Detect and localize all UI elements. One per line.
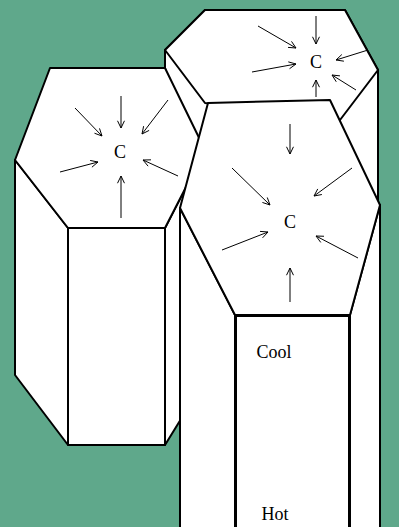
flow-arrow: [258, 26, 296, 48]
flow-arrow: [287, 268, 294, 302]
arrow-head: [118, 176, 125, 183]
arrow-shaft: [290, 268, 291, 302]
arrow-shaft: [314, 168, 352, 196]
hexagon-top: [180, 100, 380, 315]
flow-arrow: [60, 160, 98, 172]
cell-top-hexagon: C: [15, 68, 205, 228]
temperature-label: Cool: [256, 343, 291, 361]
flow-arrow: [222, 231, 268, 250]
temperature-label: Hot: [262, 505, 289, 523]
arrow-head: [313, 80, 320, 87]
flow-arrow: [118, 176, 125, 218]
flow-arrow: [313, 80, 320, 97]
arrow-head: [288, 41, 296, 48]
flow-arrow: [336, 50, 368, 61]
cell-center-label: C: [284, 213, 296, 231]
arrow-shaft: [232, 168, 270, 205]
hexagon-outline: [180, 100, 380, 315]
flow-arrow: [143, 160, 178, 176]
arrow-shaft: [75, 108, 102, 136]
arrow-head: [90, 160, 98, 167]
hexagon-top: [15, 68, 205, 228]
arrow-head: [94, 128, 102, 136]
arrow-shaft: [252, 64, 296, 72]
arrow-shaft: [143, 160, 178, 176]
flow-arrow: [252, 62, 296, 72]
flow-arrow: [75, 108, 102, 136]
arrow-head: [288, 62, 296, 69]
arrow-head: [118, 121, 125, 128]
flow-arrow: [332, 75, 356, 90]
arrow-head: [316, 236, 324, 242]
arrow-head: [336, 55, 344, 62]
flow-arrow: [313, 16, 320, 44]
flow-arrow: [118, 96, 125, 128]
arrow-head: [313, 37, 320, 44]
arrow-shaft: [316, 16, 317, 44]
arrow-shaft: [142, 100, 168, 134]
flow-arrow: [316, 236, 358, 258]
arrow-shaft: [121, 96, 122, 128]
arrow-head: [332, 75, 340, 82]
flow-arrow: [314, 168, 352, 196]
flow-arrow: [232, 168, 270, 205]
cell-top-hexagon: C: [180, 100, 380, 315]
cell-center-label: C: [114, 143, 126, 161]
arrow-head: [260, 231, 268, 237]
left-prism-front-face: [68, 228, 165, 445]
arrow-head: [287, 147, 294, 154]
arrow-head: [142, 126, 149, 134]
arrow-shaft: [290, 124, 291, 154]
arrow-head: [262, 197, 270, 205]
arrow-head: [287, 268, 294, 275]
arrow-shaft: [121, 176, 122, 218]
arrow-head: [143, 160, 151, 166]
arrow-shaft: [222, 232, 268, 250]
arrow-shaft: [316, 80, 317, 97]
flow-arrow: [287, 124, 294, 154]
cell-center-label: C: [310, 53, 322, 71]
prism-front-face: CoolHot: [235, 315, 350, 527]
hexagon-outline: [15, 68, 205, 228]
arrow-shaft: [332, 75, 356, 90]
arrow-shaft: [258, 26, 296, 48]
arrow-shaft: [316, 236, 358, 258]
flow-arrow: [142, 100, 168, 134]
arrow-head: [314, 189, 322, 196]
